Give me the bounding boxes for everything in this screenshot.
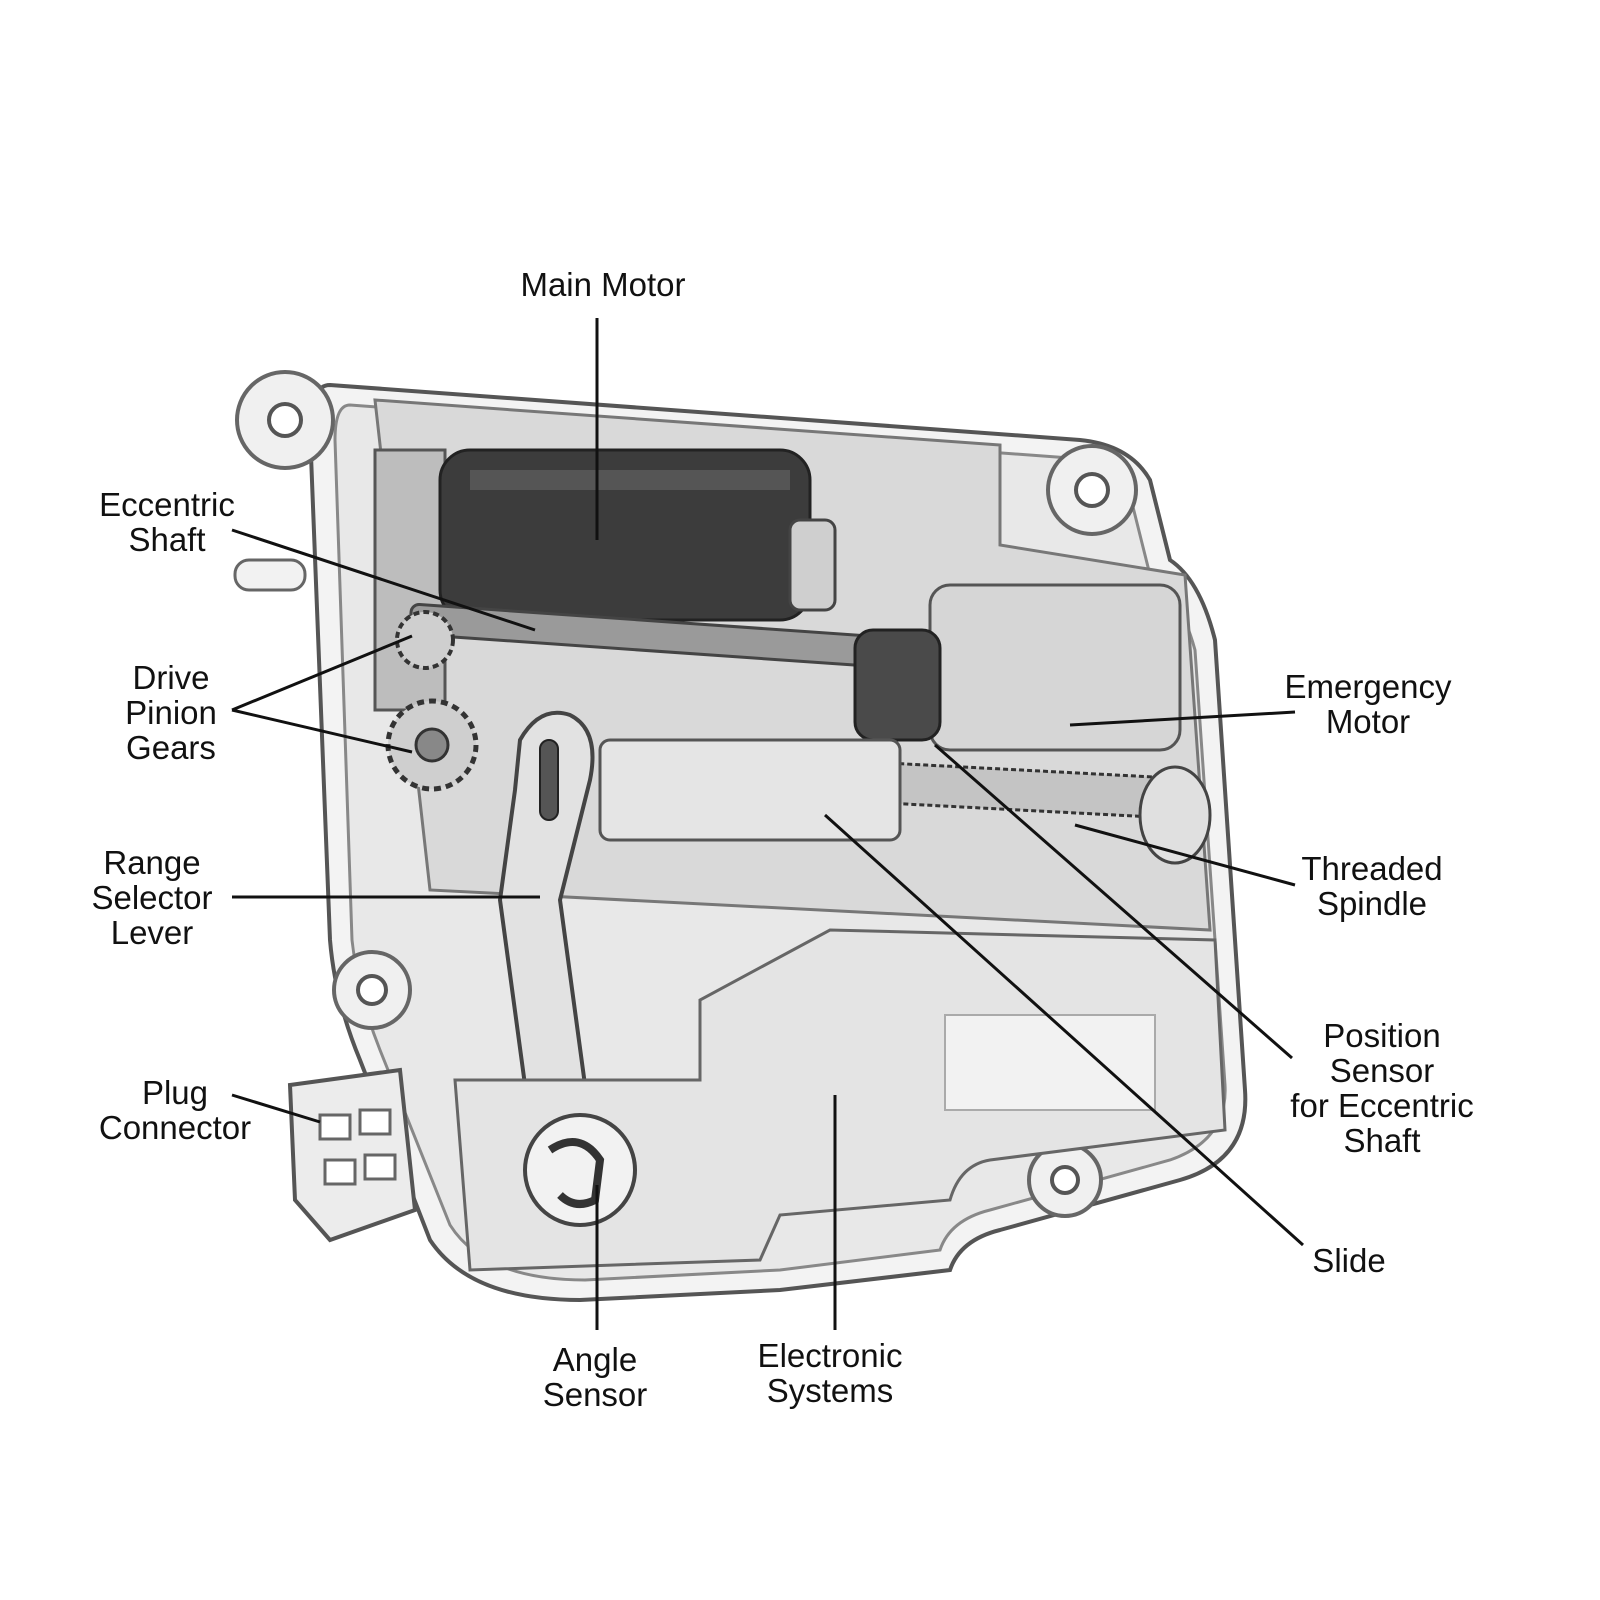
label-angle-sensor: Angle Sensor xyxy=(542,1341,648,1413)
label-range-selector-lever: Range Selector Lever xyxy=(91,844,213,951)
label-slide: Slide xyxy=(1312,1242,1386,1279)
leader-position-sensor xyxy=(934,743,1293,1060)
label-position-sensor: Position Sensor for Eccentric Shaft xyxy=(1290,1017,1474,1159)
mounting-lugs xyxy=(235,370,1138,1218)
board-label-area xyxy=(944,1014,1156,1111)
plug-connector xyxy=(287,1067,418,1243)
emergency-motor-collar xyxy=(853,628,942,742)
main-motor-endcap xyxy=(788,518,837,612)
slide xyxy=(598,738,902,842)
leader-drive-pinion-lower xyxy=(231,708,413,754)
label-main-motor: Main Motor xyxy=(520,266,686,303)
range-selector-lever xyxy=(497,710,595,1087)
leader-drive-pinion-upper xyxy=(231,634,413,712)
left-pin xyxy=(233,558,307,592)
label-threaded-spindle: Threaded Spindle xyxy=(1301,850,1443,922)
label-emergency-motor: Emergency Motor xyxy=(1284,668,1452,740)
label-drive-pinion-gears: Drive Pinion Gears xyxy=(125,659,217,766)
leader-eccentric-shaft xyxy=(231,528,536,632)
leader-plug-connector xyxy=(231,1093,321,1124)
label-plug-connector: Plug Connector xyxy=(98,1074,252,1146)
leader-threaded-spindle xyxy=(1074,823,1296,887)
angle-sensor xyxy=(523,1113,637,1227)
leader-emergency-motor xyxy=(1069,710,1296,727)
label-electronic-systems: Electronic Systems xyxy=(757,1337,903,1409)
label-eccentric-shaft: Eccentric Shaft xyxy=(99,486,235,558)
emergency-motor xyxy=(928,583,1182,752)
leader-slide xyxy=(823,813,1305,1247)
